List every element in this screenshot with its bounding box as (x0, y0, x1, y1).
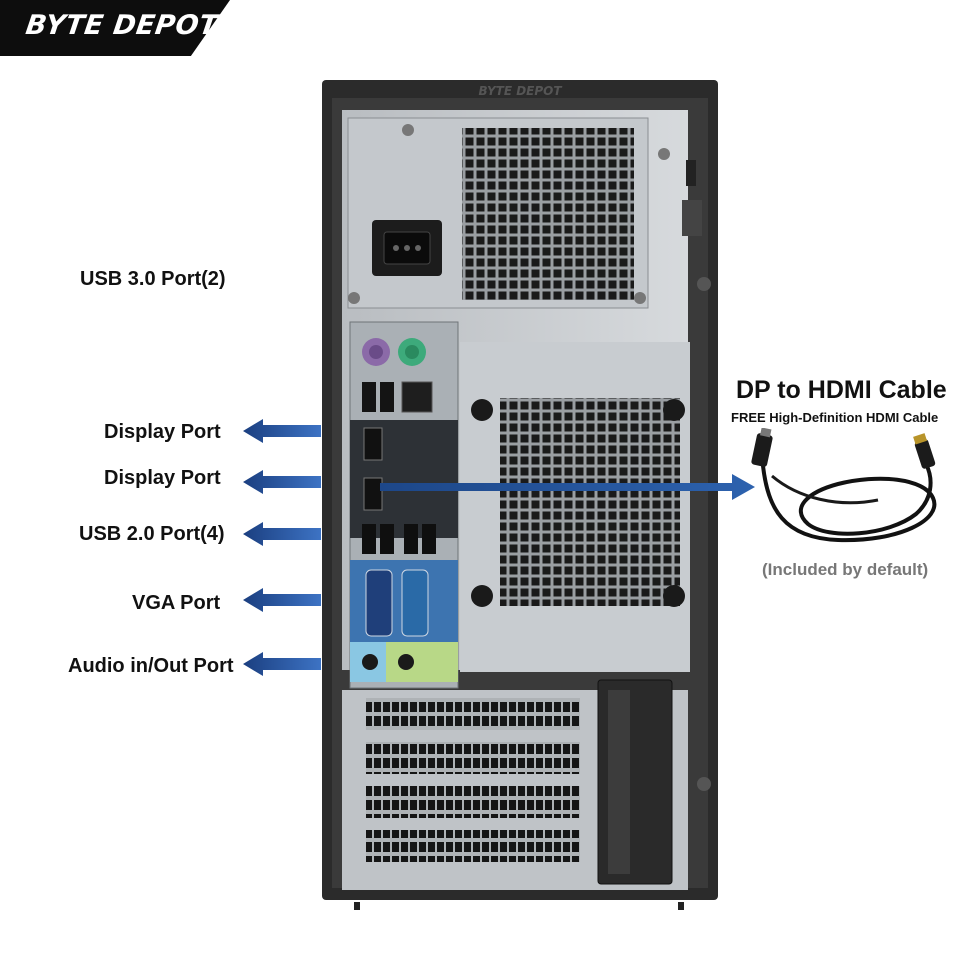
callout-subtitle: FREE High-Definition HDMI Cable (731, 410, 939, 425)
hdmi-pointer-arrow (380, 474, 755, 500)
usb3-port-label: USB 3.0 Port(2) (80, 268, 226, 290)
display-port-arrow-2 (243, 470, 321, 494)
vga-port-arrow (243, 588, 321, 612)
vga-port-label: VGA Port (132, 592, 221, 614)
audio-port-label: Audio in/Out Port (68, 655, 234, 677)
callout-note: (Included by default) (762, 560, 929, 579)
display-port-label-1: Display Port (104, 421, 221, 443)
tower-rear-image: BYTE DEPOT (322, 80, 718, 910)
tower-engraving: BYTE DEPOT (478, 84, 562, 98)
callout-title: DP to HDMI Cable (736, 376, 947, 404)
display-port-arrow-1 (243, 419, 321, 443)
brand-banner (0, 0, 230, 56)
hdmi-cable-image (751, 428, 937, 543)
usb2-port-label: USB 2.0 Port(4) (79, 523, 225, 545)
display-port-label-2: Display Port (104, 467, 221, 489)
audio-port-arrow (243, 652, 321, 676)
usb2-port-arrow (243, 522, 321, 546)
brand-logo: BYTE DEPOT (23, 10, 221, 41)
